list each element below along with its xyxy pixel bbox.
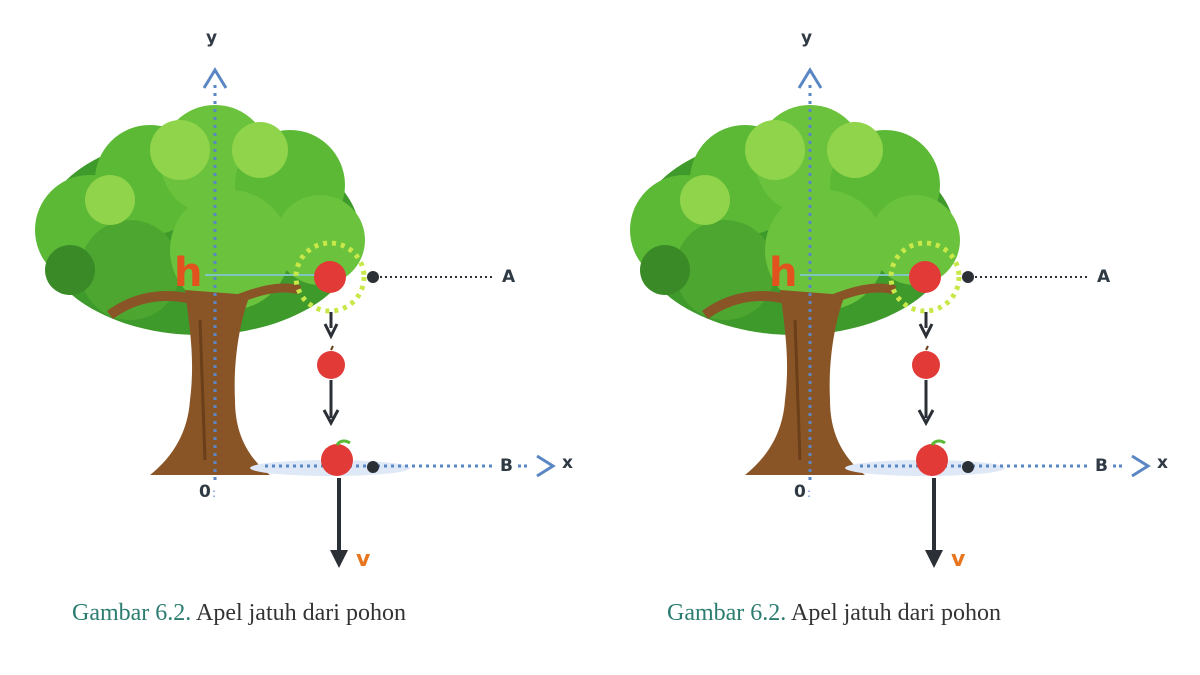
velocity-label: v bbox=[356, 547, 371, 572]
apple-icon bbox=[321, 439, 353, 476]
origin-label: 0 bbox=[199, 482, 211, 502]
tree-trunk bbox=[745, 290, 865, 475]
svg-text::: : bbox=[807, 486, 811, 500]
origin-label: 0 bbox=[794, 482, 806, 502]
point-b-dot bbox=[962, 461, 974, 473]
arrow-down-icon bbox=[918, 312, 934, 340]
height-label: h bbox=[174, 250, 203, 296]
apple-icon bbox=[293, 240, 367, 314]
y-axis-arrowhead bbox=[797, 67, 823, 89]
apple-icon bbox=[912, 345, 940, 379]
x-axis-label: x bbox=[1157, 453, 1168, 473]
y-axis-arrowhead bbox=[202, 67, 228, 89]
arrow-down-icon bbox=[917, 380, 935, 427]
point-a-dot bbox=[962, 271, 974, 283]
tree-foliage bbox=[630, 105, 960, 335]
point-b-label: B bbox=[1095, 456, 1108, 476]
y-axis-label: y bbox=[801, 28, 813, 48]
figure-panel-2: : y h A B x 0 v Gambar 6.2. bbox=[595, 0, 1195, 675]
height-label: h bbox=[769, 250, 798, 296]
caption-text: Apel jatuh dari pohon bbox=[195, 600, 406, 626]
svg-text::: : bbox=[212, 486, 216, 500]
x-axis-arrowhead bbox=[536, 454, 556, 478]
apple-icon bbox=[888, 240, 962, 314]
figure-panel-1: : y h A B x bbox=[35, 28, 573, 627]
tree-icon bbox=[630, 105, 960, 475]
figure-caption: Gambar 6.2. Apel jatuh dari pohon bbox=[72, 600, 406, 627]
caption-number: Gambar 6.2. bbox=[667, 600, 787, 626]
velocity-label: v bbox=[951, 547, 966, 572]
apple-icon bbox=[916, 439, 948, 476]
point-b-label: B bbox=[500, 456, 513, 476]
apple-icon bbox=[317, 345, 345, 379]
apple-fall-diagram: : bbox=[630, 67, 1151, 568]
arrow-down-icon bbox=[322, 380, 340, 427]
arrow-down-icon bbox=[323, 312, 339, 340]
point-a-label: A bbox=[502, 267, 516, 287]
figure-caption: Gambar 6.2. Apel jatuh dari pohon bbox=[667, 600, 1001, 627]
x-axis-label: x bbox=[562, 453, 573, 473]
caption-number: Gambar 6.2. bbox=[72, 600, 192, 626]
point-a-dot bbox=[367, 271, 379, 283]
tree-trunk bbox=[150, 290, 270, 475]
velocity-arrow bbox=[330, 478, 348, 568]
velocity-arrow bbox=[925, 478, 943, 568]
y-axis-label: y bbox=[206, 28, 218, 48]
caption-text: Apel jatuh dari pohon bbox=[790, 600, 1001, 626]
point-a-label: A bbox=[1097, 267, 1111, 287]
x-axis-arrowhead bbox=[1131, 454, 1151, 478]
apple-fall-diagram: : bbox=[35, 67, 556, 568]
point-b-dot bbox=[367, 461, 379, 473]
